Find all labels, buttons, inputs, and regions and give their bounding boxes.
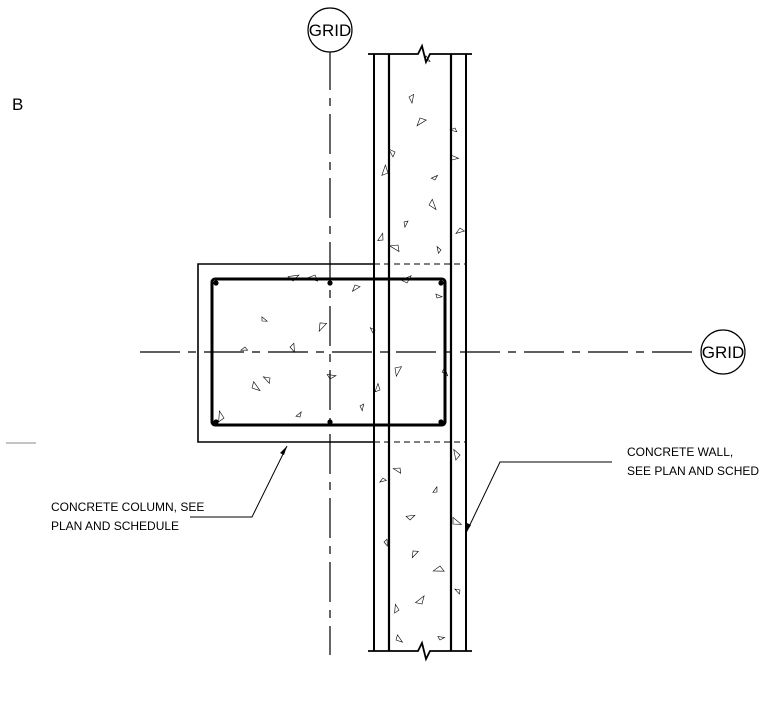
aggregate-mark bbox=[394, 603, 400, 614]
aggregate-mark bbox=[454, 588, 461, 595]
aggregate-mark bbox=[414, 595, 425, 605]
aggregate-mark bbox=[449, 154, 460, 161]
aggregate-mark bbox=[251, 380, 261, 392]
aggregate-mark bbox=[435, 293, 444, 299]
aggregate-mark bbox=[455, 227, 466, 234]
aggregate-mark bbox=[452, 516, 463, 525]
aggregate-mark bbox=[379, 477, 388, 483]
aggregate-mark bbox=[408, 93, 415, 105]
vertical-grid-bubble: GRID bbox=[307, 7, 353, 53]
aggregate-mark bbox=[437, 636, 446, 641]
aggregate-mark bbox=[395, 634, 404, 643]
concrete-column bbox=[197, 263, 466, 443]
aggregate-mark bbox=[416, 117, 427, 127]
aggregate-mark bbox=[369, 327, 376, 335]
aggregate-mark bbox=[262, 376, 271, 384]
aggregate-mark bbox=[403, 220, 409, 229]
aggregate-mark bbox=[436, 245, 442, 254]
aggregate-mark bbox=[326, 374, 337, 380]
column-callout-line1: CONCRETE COLUMN, SEE bbox=[51, 500, 204, 514]
column-callout-line2: PLAN AND SCHEDULE bbox=[51, 519, 179, 533]
aggregate-mark bbox=[424, 55, 431, 63]
sheet-label: B bbox=[12, 95, 23, 114]
aggregate-mark bbox=[453, 448, 461, 461]
aggregate-mark bbox=[394, 366, 403, 378]
aggregate-mark bbox=[449, 127, 458, 133]
aggregate-mark bbox=[381, 164, 389, 176]
aggregate-mark bbox=[289, 342, 295, 353]
aggregate-mark bbox=[383, 538, 388, 547]
aggregate-mark bbox=[377, 232, 384, 241]
vertical-grid-label: GRID bbox=[309, 21, 352, 40]
column-leader bbox=[190, 445, 288, 518]
aggregate-mark bbox=[218, 410, 225, 423]
aggregate-mark bbox=[287, 274, 300, 282]
wall-callout-line1: CONCRETE WALL, bbox=[627, 445, 733, 459]
aggregate-mark bbox=[388, 148, 396, 158]
aggregate-mark bbox=[374, 382, 381, 393]
concrete-hatch bbox=[218, 55, 466, 643]
aggregate-mark bbox=[432, 565, 445, 572]
aggregate-mark bbox=[400, 275, 412, 284]
aggregate-mark bbox=[318, 322, 328, 333]
aggregate-mark bbox=[359, 403, 365, 412]
wall-callout-line2: SEE PLAN AND SCHED bbox=[627, 464, 759, 478]
aggregate-mark bbox=[430, 174, 439, 181]
horizontal-grid-bubble: GRID bbox=[700, 329, 746, 375]
aggregate-mark bbox=[239, 346, 249, 351]
aggregate-mark bbox=[261, 316, 269, 322]
aggregate-mark bbox=[388, 244, 400, 253]
aggregate-mark bbox=[405, 514, 416, 521]
wall-leader bbox=[465, 461, 612, 534]
aggregate-mark bbox=[411, 550, 420, 559]
aggregate-mark bbox=[432, 485, 438, 493]
horizontal-grid-label: GRID bbox=[702, 343, 745, 362]
aggregate-mark bbox=[351, 284, 361, 293]
aggregate-mark bbox=[295, 411, 302, 418]
aggregate-mark bbox=[441, 366, 449, 377]
aggregate-mark bbox=[392, 467, 402, 474]
aggregate-mark bbox=[428, 198, 437, 211]
aggregate-mark bbox=[306, 274, 319, 282]
